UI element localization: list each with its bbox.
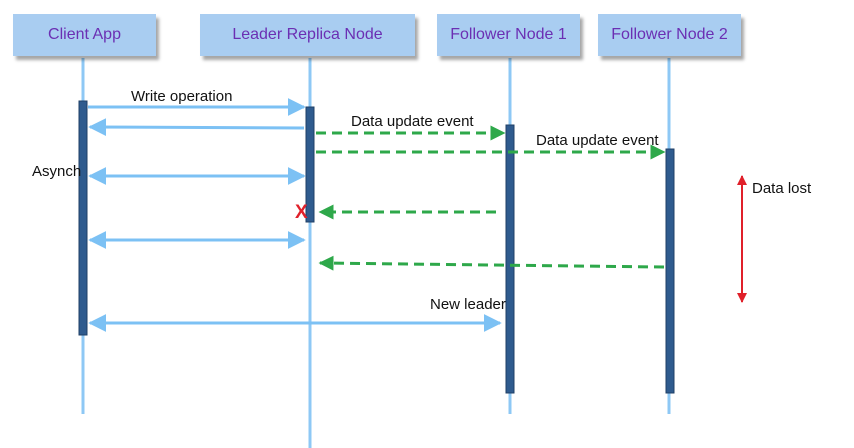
arrow-write-ack [88,118,305,137]
arrow-follower-2-ack [318,255,665,271]
activation-follower-1 [505,124,515,394]
label-new-leader: New leader [430,296,506,313]
participant-follower-node-2: Follower Node 2 [598,14,741,56]
activation-follower-2 [665,148,675,394]
label-async: Asynch [32,163,82,180]
leader-failure-icon: X [295,202,308,223]
activation-leader [305,106,315,223]
participant-leader-replica-node: Leader Replica Node [200,14,415,56]
participant-follower-node-1: Follower Node 1 [437,14,580,56]
participant-client-app: Client App [13,14,156,56]
label-write-operation: Write operation [131,88,233,105]
label-data-lost: Data lost [752,180,812,197]
label-data-update-event-2: Data update event [536,132,659,149]
label-data-update-event-1: Data update event [351,113,474,130]
activation-client [78,100,88,336]
